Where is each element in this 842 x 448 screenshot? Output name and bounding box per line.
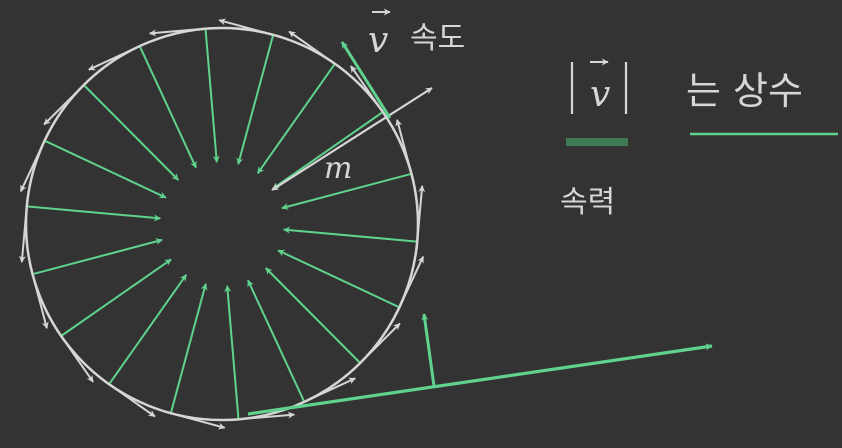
velocity-arrow: [29, 266, 49, 329]
velocity-arrow: [395, 255, 425, 316]
radius-arrow: [271, 87, 433, 191]
acceleration-arrow: [60, 258, 172, 337]
constant-phrase: 는 상수: [686, 69, 803, 113]
mass-label: m: [324, 151, 352, 186]
velocity-arrow: [415, 185, 426, 250]
acceleration-arrow: [264, 267, 361, 364]
acceleration-arrow: [26, 205, 161, 222]
velocity-arrow: [149, 27, 214, 37]
velocity-word: 속도: [410, 21, 465, 56]
velocity-arrow: [230, 411, 295, 421]
velocity-arrow: [395, 119, 415, 182]
speed-word: 속력: [560, 185, 615, 220]
velocity-arrow: [162, 410, 226, 430]
velocity-arrow: [88, 41, 148, 71]
acceleration-arrow: [224, 285, 240, 420]
velocity-arrow: [55, 328, 94, 383]
velocity-arrow: [43, 78, 91, 126]
speed-underline: [566, 138, 628, 146]
velocity-vectors: [18, 18, 426, 430]
bottom-velocity-arrow: [247, 343, 713, 416]
velocity-arrow: [350, 65, 389, 120]
velocity-symbol: v: [368, 20, 388, 61]
acceleration-arrow: [283, 226, 418, 243]
acceleration-arrow: [83, 84, 180, 181]
acceleration-arrow: [32, 238, 163, 276]
acceleration-arrow: [108, 274, 188, 385]
acceleration-arrow: [138, 45, 197, 169]
velocity-arrow: [288, 30, 342, 70]
acceleration-arrow: [204, 28, 220, 163]
velocity-arrow: [19, 132, 49, 193]
velocity-arrow: [296, 377, 356, 407]
acceleration-arrow: [277, 249, 400, 309]
acceleration-arrow: [44, 139, 167, 199]
abs-velocity-symbol: v: [590, 74, 610, 115]
velocity-arrow: [218, 18, 282, 38]
acceleration-vectors: [26, 28, 418, 420]
velocity-arrow: [18, 198, 29, 263]
velocity-arrow: [353, 322, 401, 370]
velocity-arrow: [102, 378, 156, 418]
acceleration-arrow: [236, 34, 275, 165]
acceleration-arrow: [247, 279, 306, 403]
acceleration-arrow: [169, 283, 208, 414]
bottom-vertical-arrow: [421, 313, 436, 387]
velocity-highlight-arrow: [340, 41, 392, 119]
